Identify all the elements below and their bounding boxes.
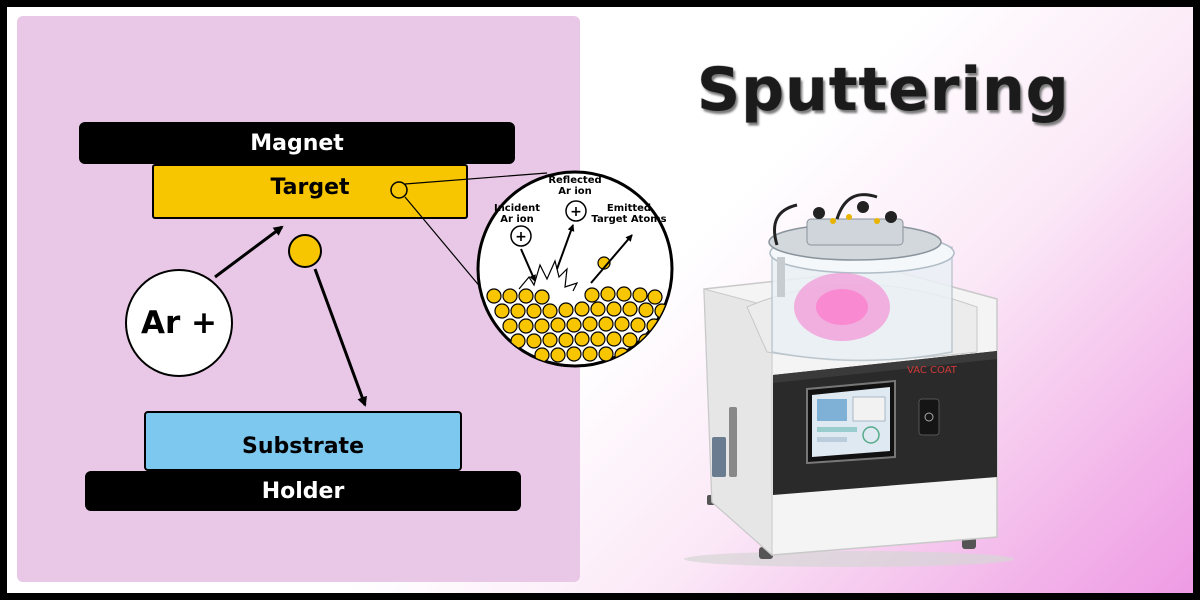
zoom-line-top <box>405 173 547 184</box>
magnify-spot <box>391 182 407 198</box>
incident-label-2: Ar ion <box>500 214 534 225</box>
emitted-label-2: Target Atoms <box>591 214 666 225</box>
zoom-inset: + Incident Ar ion + Reflected Ar ion Emi… <box>478 172 672 366</box>
emitted-label-1: Emitted <box>607 203 651 214</box>
reflected-label-2: Ar ion <box>558 186 592 197</box>
reflected-ion-plus: + <box>570 204 582 220</box>
device-brand: VAC COAT <box>907 365 958 376</box>
incident-ion-plus: + <box>515 229 527 245</box>
incident-label-1: Incident <box>494 203 540 214</box>
incident-arrow <box>215 227 282 277</box>
sputtered-atom <box>289 235 321 267</box>
page-title: Sputtering <box>697 55 1070 125</box>
frame: Magnet Target Substrate Holder Ar + <box>7 7 1193 593</box>
deposition-arrow <box>315 269 365 405</box>
reflected-label-1: Reflected <box>548 175 601 186</box>
sputter-coater-device: VAC COAT <box>684 195 1014 567</box>
